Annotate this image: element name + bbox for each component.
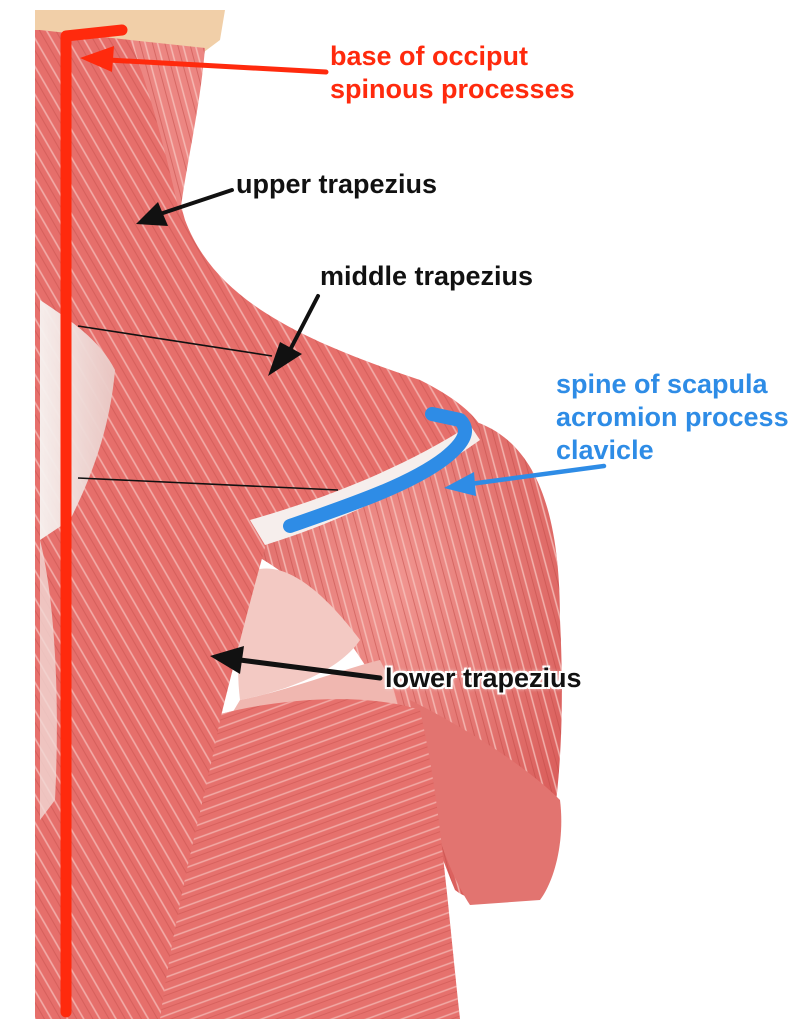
- arrow-down-left-icon: [268, 294, 320, 376]
- insertion-label: spine of scapula acromion process clavic…: [556, 368, 789, 467]
- origin-label-line-1: base of occiput: [330, 41, 529, 71]
- upper-trapezius-label: upper trapezius: [236, 169, 438, 199]
- upper-arm: [410, 700, 562, 905]
- spinal-aponeurosis: [40, 300, 115, 540]
- origin-label: base of occiput spinous processes: [330, 40, 575, 106]
- insertion-marker-line: [283, 407, 472, 533]
- lower-trapezius-label: lower trapezius: [385, 663, 582, 693]
- division-line-lower: [77, 477, 339, 491]
- arrow-down-left-icon: [136, 188, 234, 226]
- arrow-left-icon: [444, 463, 607, 496]
- middle-trapezius-label: middle trapezius: [320, 261, 534, 291]
- origin-label-line-2: spinous processes: [330, 74, 575, 104]
- insertion-label-line-1: spine of scapula: [556, 369, 768, 399]
- insertion-label-line-2: acromion process: [556, 402, 789, 432]
- arrow-left-icon: [80, 46, 329, 75]
- division-line-upper: [77, 325, 273, 357]
- insertion-label-line-3: clavicle: [556, 435, 654, 465]
- origin-marker-line: [60, 24, 128, 1018]
- rotator-region: [238, 568, 360, 700]
- arrow-left-icon: [210, 646, 383, 681]
